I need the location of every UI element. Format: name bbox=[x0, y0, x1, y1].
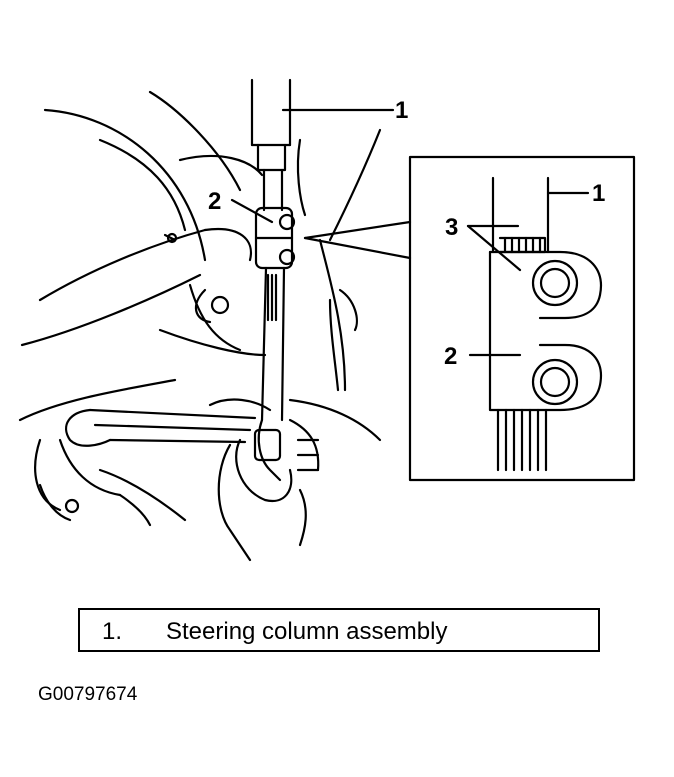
callout-main-2: 2 bbox=[208, 188, 221, 215]
lower-joint-and-hand bbox=[217, 418, 320, 562]
callout-inset-1: 1 bbox=[592, 180, 605, 207]
side-panel-outline bbox=[296, 128, 382, 392]
legend-text: Steering column assembly bbox=[166, 618, 448, 645]
callout-main-1: 1 bbox=[395, 97, 408, 124]
legend-box: 1. Steering column assembly bbox=[78, 608, 600, 652]
callout-leaders bbox=[230, 108, 590, 357]
mechanic-hand bbox=[34, 438, 187, 527]
legend-number: 1. bbox=[102, 618, 123, 645]
steering-column-tube bbox=[250, 78, 292, 212]
universal-joint-clamp bbox=[254, 206, 296, 270]
inset-frame bbox=[408, 155, 636, 482]
intermediate-shaft bbox=[257, 266, 286, 482]
inset-joint-detail bbox=[488, 176, 603, 472]
figure-id: G00797674 bbox=[38, 684, 138, 705]
callout-inset-2: 2 bbox=[444, 343, 457, 370]
dashboard-outline bbox=[18, 90, 267, 422]
pliers-tool bbox=[65, 398, 382, 447]
inset-pointer bbox=[303, 220, 412, 260]
callout-inset-3: 3 bbox=[445, 214, 458, 241]
